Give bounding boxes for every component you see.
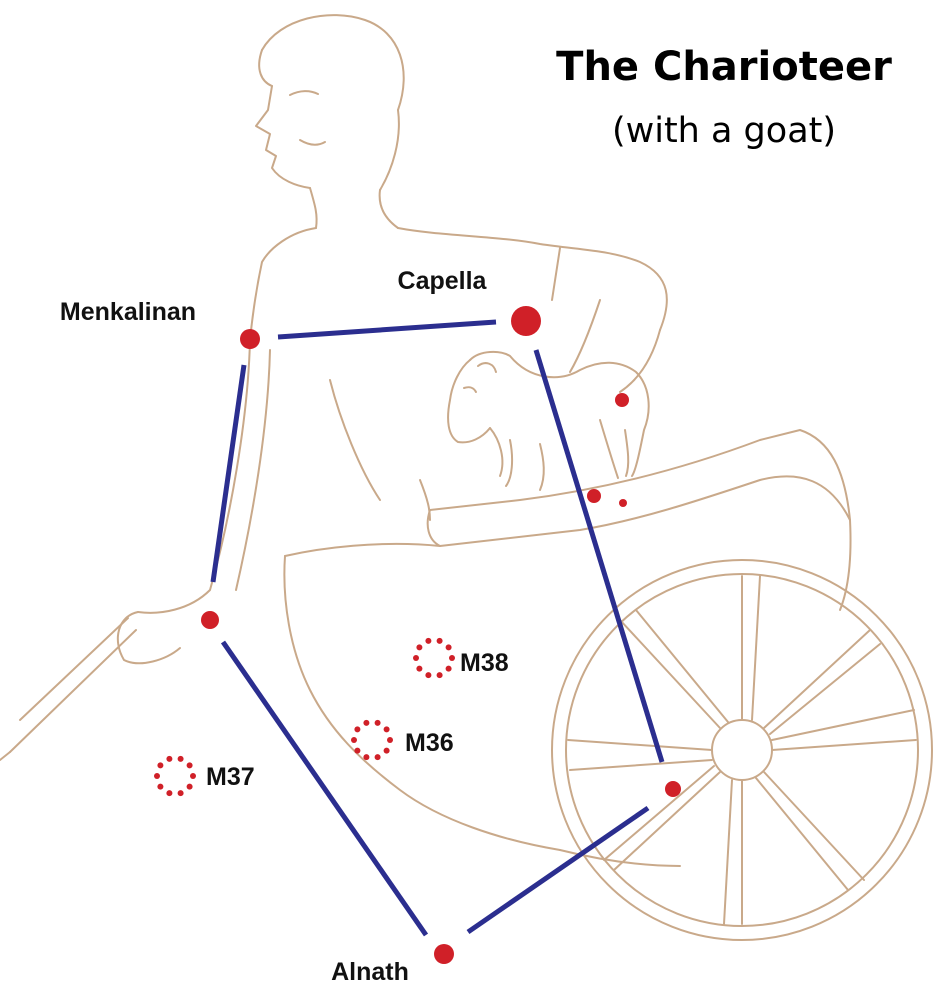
m37-cluster-icon	[154, 756, 196, 796]
line-capella-wheel-star	[536, 350, 662, 762]
cluster-dot	[384, 748, 390, 754]
cluster-dot	[387, 737, 393, 743]
m38-label: M38	[460, 649, 509, 677]
cluster-dot	[413, 655, 419, 661]
cluster-dot	[187, 784, 193, 790]
line-menkalinan-hand-star	[213, 365, 244, 582]
capella-star	[511, 306, 541, 336]
cluster-dot	[363, 754, 369, 760]
m38-cluster-icon	[413, 638, 455, 678]
kid-star-1	[587, 489, 601, 503]
page-subtitle: (with a goat)	[612, 111, 836, 151]
cluster-dot	[425, 672, 431, 678]
cluster-dot	[154, 773, 160, 779]
cluster-dot	[157, 762, 163, 768]
capella-label: Capella	[398, 267, 488, 295]
cluster-dot	[190, 773, 196, 779]
line-menkalinan-capella	[278, 322, 496, 337]
cluster-dot	[416, 666, 422, 672]
cluster-dot	[375, 754, 381, 760]
cluster-dot	[178, 756, 184, 762]
cluster-dot	[187, 762, 193, 768]
menkalinan-star	[240, 329, 260, 349]
cluster-dot	[437, 672, 443, 678]
cluster-dot	[354, 726, 360, 732]
cluster-dot	[437, 638, 443, 644]
page-title: The Charioteer	[556, 44, 892, 90]
cluster-dot	[446, 666, 452, 672]
alnath-label: Alnath	[331, 958, 409, 986]
cluster-dot	[449, 655, 455, 661]
cluster-dot	[375, 720, 381, 726]
cluster-dot	[354, 748, 360, 754]
kid-star-2	[619, 499, 627, 507]
hand-star	[201, 611, 219, 629]
goat-star	[615, 393, 629, 407]
cluster-dot	[363, 720, 369, 726]
cluster-dot	[157, 784, 163, 790]
m37-label: M37	[206, 763, 255, 791]
line-alnath-wheel-star	[468, 808, 648, 932]
charioteer-illustration	[0, 15, 932, 940]
wheel-star	[665, 781, 681, 797]
clusters	[154, 638, 455, 796]
cluster-dot	[351, 737, 357, 743]
cluster-dot	[446, 644, 452, 650]
cluster-dot	[166, 756, 172, 762]
cluster-dot	[166, 790, 172, 796]
cluster-dot	[425, 638, 431, 644]
cluster-dot	[416, 644, 422, 650]
cluster-dot	[178, 790, 184, 796]
m36-label: M36	[405, 729, 454, 757]
menkalinan-label: Menkalinan	[60, 298, 196, 326]
cluster-dot	[384, 726, 390, 732]
alnath-star	[434, 944, 454, 964]
